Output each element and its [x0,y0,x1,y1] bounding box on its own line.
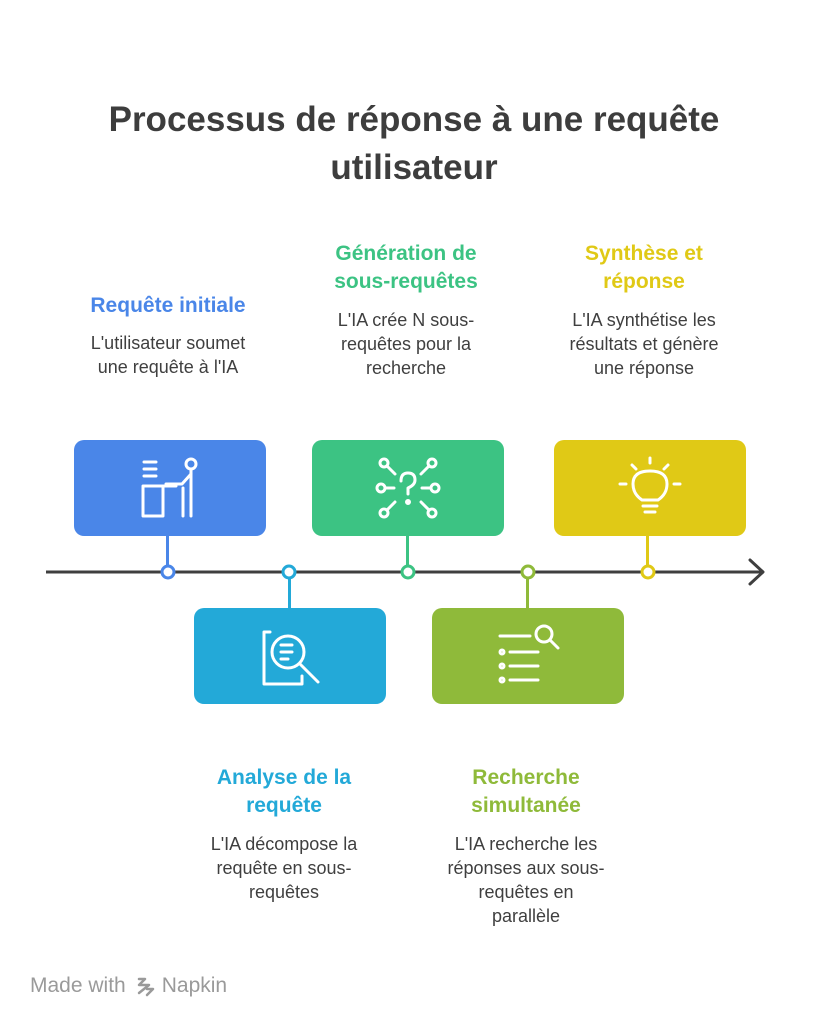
step-4-description: L'IA recherche les réponses aux sous- re… [426,832,626,928]
step-4-node [520,564,536,580]
step-3-connector [406,536,409,566]
step-1-desc-line: L'utilisateur soumet [90,333,246,353]
step-3-box [312,440,504,536]
step-2-node [281,564,297,580]
step-4-desc-line: L'IA recherche les [454,834,598,854]
step-4-box [432,608,624,704]
step-4-connector [526,578,529,608]
step-5-title: Synthèse et réponse [544,240,744,296]
step-5-desc-line: L'IA synthétise les [572,310,716,330]
timeline-arrowhead [748,558,765,586]
step-2-title-line: Analyse de la [216,766,352,789]
step-4-desc-line: requêtes en [478,882,574,902]
step-3-desc-line: requêtes pour la [340,334,472,354]
made-with-label: Made with [30,974,126,997]
step-5-title-line: réponse [603,270,685,293]
step-5-title-line: Synthèse et [585,242,703,265]
step-3-description: L'IA crée N sous- requêtes pour la reche… [306,308,506,380]
step-5-description: L'IA synthétise les résultats et génère … [544,308,744,380]
step-5-desc-line: résultats et génère [569,334,719,354]
step-4-title-line: Recherche [472,766,580,789]
step-1-title: Requête initiale [68,292,268,320]
step-3-title: Génération de sous-requêtes [306,240,506,296]
step-3-title-line: sous-requêtes [334,270,478,293]
user-at-desk-icon [141,457,198,518]
step-2-box [194,608,386,704]
step-3-node [400,564,416,580]
document-magnifier-icon [262,630,320,686]
napkin-brand-label: Napkin [161,974,228,997]
lightbulb-icon [618,456,682,514]
step-1-title-line: Requête initiale [90,294,246,317]
step-1-node [160,564,176,580]
step-1-connector [166,536,169,566]
step-5-box [554,440,746,536]
step-1-box [74,440,266,536]
diagram-title: Processus de réponse à une requête utili… [0,96,828,192]
step-5-node [640,564,656,580]
step-4-title-line: simultanée [471,794,581,817]
step-2-title: Analyse de la requête [184,764,384,820]
step-4-desc-line: réponses aux sous- [447,858,605,878]
step-1-description: L'utilisateur soumet une requête à l'IA [68,331,268,379]
step-4-desc-line: parallèle [491,906,561,926]
made-with-napkin-badge[interactable]: Made with Napkin [30,974,227,998]
step-3-desc-line: L'IA crée N sous- [337,310,475,330]
question-network-icon [375,457,441,519]
step-1-desc-line: une requête à l'IA [97,357,239,377]
title-line-1: Processus de réponse à une requête [108,100,720,139]
step-2-desc-line: requêtes [248,882,320,902]
step-2-desc-line: L'IA décompose la [210,834,358,854]
step-2-description: L'IA décompose la requête en sous- requê… [184,832,384,904]
step-5-desc-line: une réponse [593,358,695,378]
step-4-title: Recherche simultanée [426,764,626,820]
search-list-icon [498,624,560,684]
step-3-title-line: Génération de [335,242,477,265]
step-2-title-line: requête [246,794,322,817]
step-2-desc-line: requête en sous- [216,858,352,878]
step-3-desc-line: recherche [365,358,447,378]
step-2-connector [288,578,291,608]
napkin-logo-icon [137,977,154,997]
step-5-connector [646,536,649,566]
title-line-2: utilisateur [330,148,498,187]
